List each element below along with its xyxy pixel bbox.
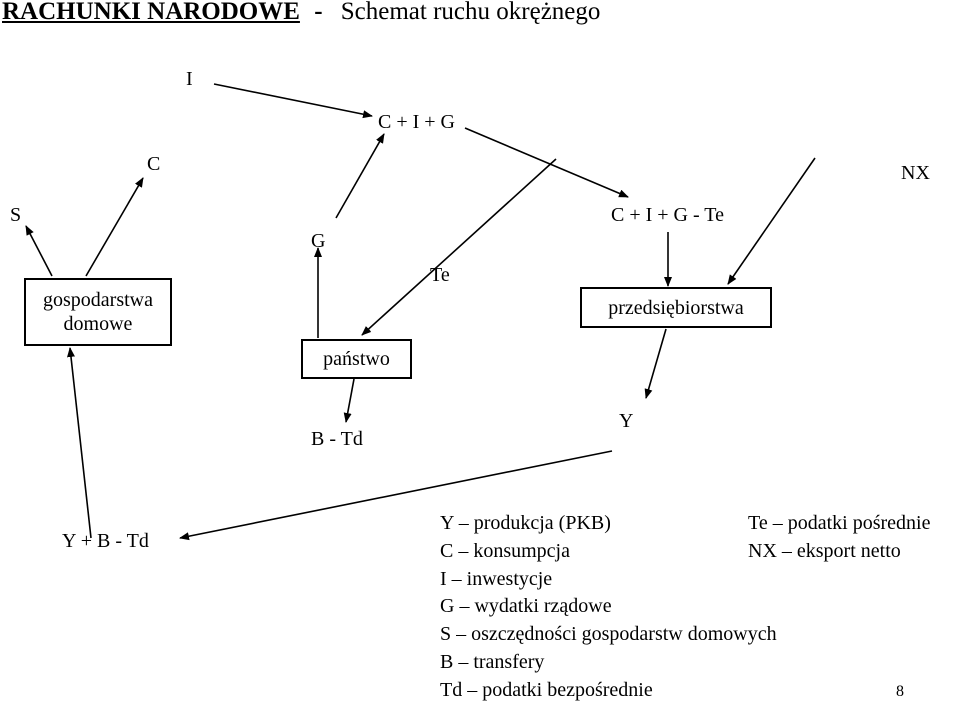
slide-title: RACHUNKI NARODOWE - Schemat ruchu okrężn… [2,0,600,28]
arrow-nx-to-enterprises [727,157,816,285]
label-s: S [10,204,22,226]
label-c-i-g-te: C + I + G - Te [611,204,724,226]
legend-right: Te – podatki pośrednie NX – eksport nett… [748,510,930,566]
box-households: gospodarstwa domowe [24,278,172,346]
box-enterprises: przedsiębiorstwa [580,287,772,328]
label-nx: NX [901,162,930,184]
arrow-g-to-cig [335,133,385,219]
label-g: G [311,230,326,252]
page-number: 8 [896,683,904,700]
arrow-state-to-btd [343,378,355,423]
box-state: państwo [301,339,412,379]
legend-item: Td – podatki bezpośrednie [440,678,653,701]
arrow-enterprises-to-y [644,328,667,399]
arrow-i-to-cig [213,83,373,119]
arrow-te-to-state [361,158,557,336]
legend-item: S – oszczędności gospodarstw domowych [440,623,777,646]
label-te: Te [430,264,450,286]
label-c-i-g: C + I + G [378,111,456,133]
arrow-cig-to-cigte [464,127,629,198]
box-enterprises-label: przedsiębiorstwa [608,296,744,319]
label-i: I [186,68,193,90]
legend-item: B – transfery [440,650,545,673]
box-state-label: państwo [323,348,390,370]
title-separator: - [314,0,323,25]
box-households-label: gospodarstwa domowe [43,289,153,335]
label-y: Y [619,410,634,432]
legend-item: I – inwestycje [440,567,553,590]
legend-item: G – wydatki rządowe [440,595,612,618]
legend-item: NX – eksport netto [748,539,901,562]
label-b-td: B - Td [311,428,363,450]
arrow-households-to-s [25,225,53,277]
legend-item: C – konsumpcja [440,539,570,562]
legend-item: Y – produkcja (PKB) [440,512,611,534]
title-main: RACHUNKI NARODOWE [2,0,300,25]
title-subtitle: Schemat ruchu okrężnego [340,0,601,25]
label-c: C [147,153,161,175]
arrow-y-to-ybtd [179,450,613,541]
legend-item: Te – podatki pośrednie [748,512,931,534]
legend-left: Y – produkcja (PKB) C – konsumpcja I – i… [440,510,777,705]
arrow-ybtd-to-households [67,347,92,539]
label-y-b-td: Y + B - Td [62,530,149,552]
arrow-households-to-c [85,177,144,277]
